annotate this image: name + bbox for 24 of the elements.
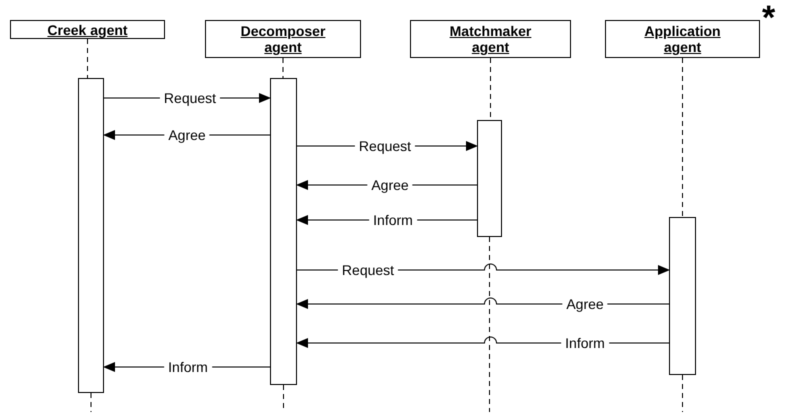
lifeline xyxy=(682,58,683,218)
edge-label: Agree xyxy=(367,177,413,193)
lifeline xyxy=(282,58,284,78)
lifeline-head-box: Creek agent xyxy=(10,20,165,39)
edge-label: Request xyxy=(338,262,398,278)
activation-bar xyxy=(669,217,696,375)
lifeline-head-box: Application agent xyxy=(605,20,760,58)
asterisk-note: * xyxy=(762,0,776,36)
edge-label: Agree xyxy=(164,127,210,143)
lifeline xyxy=(87,38,88,78)
activation-bar xyxy=(78,78,104,393)
edge-label: Inform xyxy=(164,359,212,375)
lifeline-head-box: Matchmaker agent xyxy=(410,20,571,58)
activation-bar xyxy=(270,78,297,385)
lifeline xyxy=(682,374,683,412)
edge-label: Agree xyxy=(562,296,608,312)
activation-bar xyxy=(477,120,502,237)
lifeline xyxy=(90,392,92,412)
lifeline-head-box: Decomposer agent xyxy=(205,20,361,58)
edge-label: Request xyxy=(354,138,416,154)
lifeline xyxy=(489,236,490,412)
edge-label: Inform xyxy=(369,212,417,228)
edge-label: Request xyxy=(160,90,220,106)
edge-label: Inform xyxy=(561,335,609,351)
